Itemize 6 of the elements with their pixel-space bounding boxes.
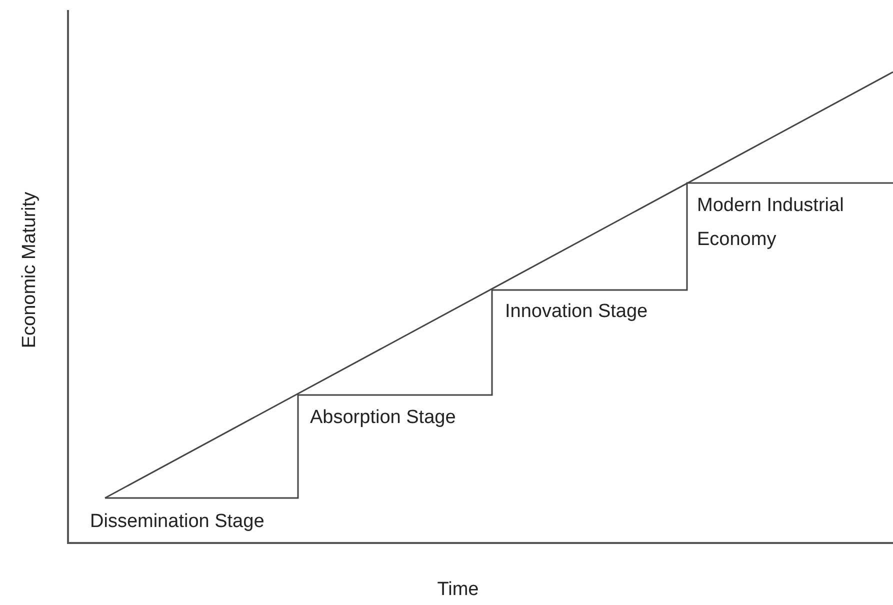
axis-title: Economic Maturity <box>18 190 41 350</box>
stage-label: Modern Industrial Economy <box>697 194 845 252</box>
stage-label: Dissemination Stage <box>90 510 264 534</box>
stage-label: Absorption Stage <box>310 406 456 430</box>
stage-label: Innovation Stage <box>505 300 648 324</box>
axis-title: Time <box>436 578 480 602</box>
